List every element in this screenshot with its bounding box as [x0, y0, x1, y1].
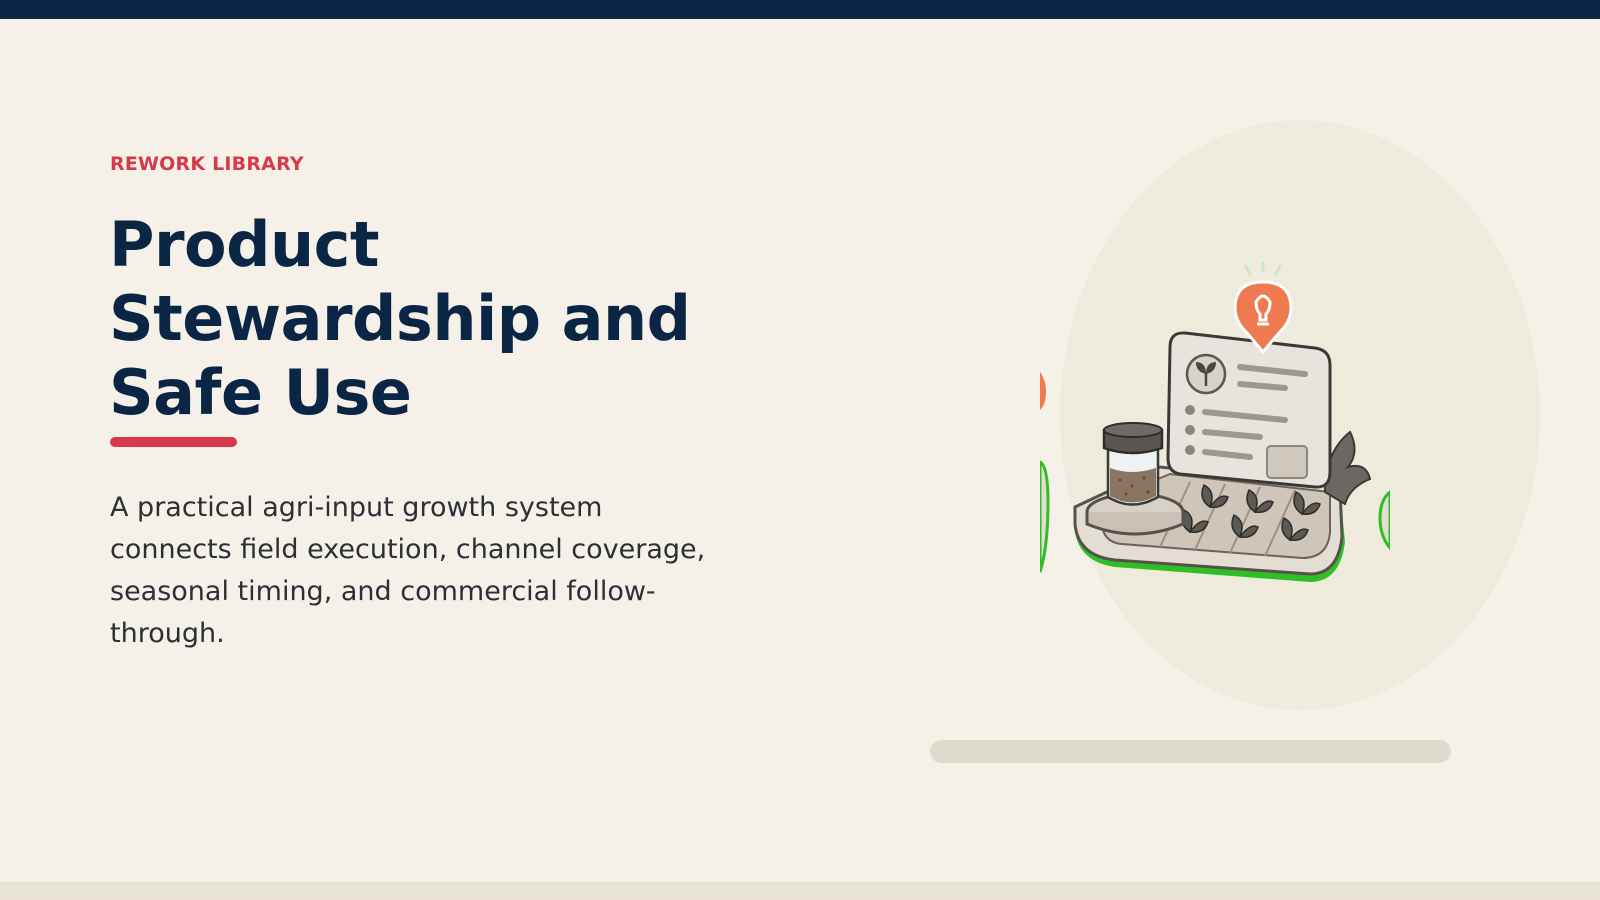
leaf-decoration	[1323, 430, 1372, 506]
bottom-band	[0, 882, 1600, 900]
info-card	[1166, 331, 1332, 489]
slide-description: A practical agri-input growth system con…	[110, 492, 706, 649]
horizontal-scrollbar[interactable]	[930, 740, 1451, 763]
illustration	[1040, 262, 1390, 582]
sample-jar-icon	[1085, 422, 1185, 536]
right-fragment	[1378, 490, 1390, 551]
sprout-icon	[1185, 353, 1227, 395]
title-accent-underline	[110, 437, 237, 447]
page-title: Product Stewardship and Safe Use	[109, 208, 691, 429]
eyebrow-label: REWORK LIBRARY	[110, 153, 304, 175]
top-bar	[0, 0, 1600, 19]
left-fragment	[1040, 372, 1050, 573]
lightbulb-icon	[1233, 262, 1293, 355]
